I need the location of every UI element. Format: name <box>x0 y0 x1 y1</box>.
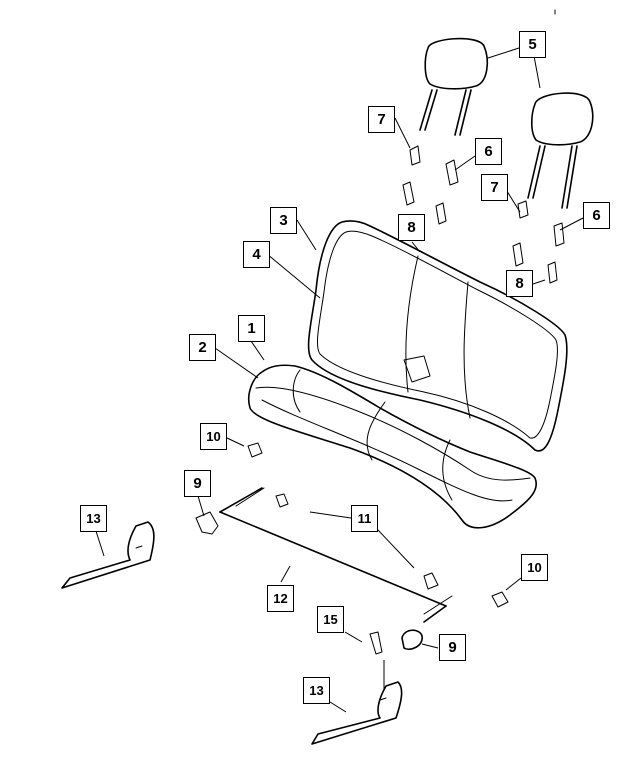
callout-12: 12 <box>267 585 294 612</box>
callout-2: 2 <box>189 334 216 361</box>
callout-8: 8 <box>506 270 533 297</box>
callout-5: 5 <box>519 31 546 58</box>
bracket-left <box>61 521 155 589</box>
callout-8: 8 <box>398 214 425 241</box>
callout-7: 7 <box>368 106 395 133</box>
callout-6: 6 <box>475 138 502 165</box>
callout-15: 15 <box>317 606 344 633</box>
callout-11: 11 <box>351 505 378 532</box>
callout-10: 10 <box>200 423 227 450</box>
callout-10: 10 <box>521 554 548 581</box>
headrest-right <box>527 92 594 209</box>
leader-lines <box>94 47 584 713</box>
callout-13: 13 <box>80 505 107 532</box>
guide-sleeves <box>402 145 565 284</box>
small-fasteners <box>195 442 509 655</box>
support-rod <box>219 487 453 623</box>
callout-13: 13 <box>303 677 330 704</box>
callout-6: 6 <box>583 202 610 229</box>
headrest-left <box>419 37 489 136</box>
bracket-right <box>311 681 403 745</box>
callout-4: 4 <box>243 241 270 268</box>
callout-1: 1 <box>238 315 265 342</box>
seat-back <box>307 220 568 452</box>
callout-7: 7 <box>481 174 508 201</box>
callout-9: 9 <box>439 634 466 661</box>
seat-cushion <box>247 364 537 529</box>
callout-3: 3 <box>270 207 297 234</box>
callout-9: 9 <box>184 470 211 497</box>
